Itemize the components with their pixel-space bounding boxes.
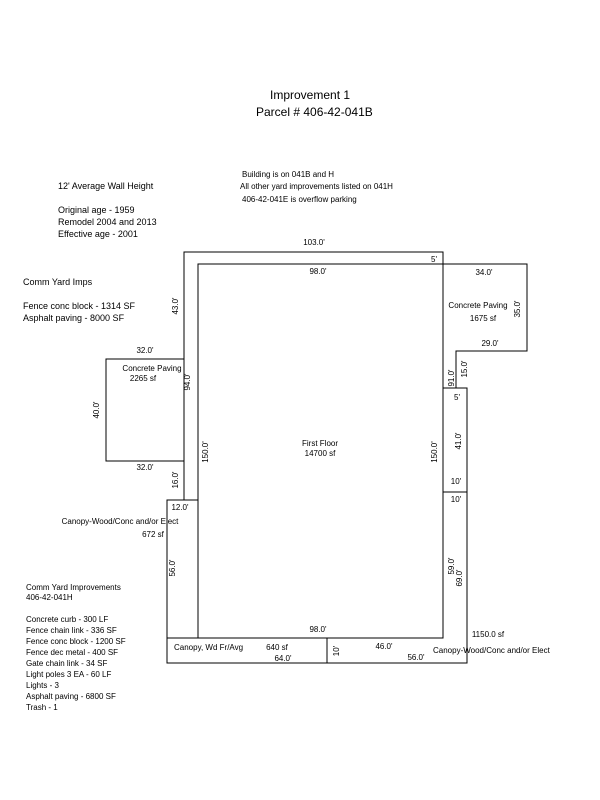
dim-paving-right-top: 34.0': [475, 268, 493, 277]
note-line-2: All other yard improvements listed on 04…: [240, 182, 393, 191]
wall-height: 12' Average Wall Height: [58, 181, 154, 191]
remodel-years: Remodel 2004 and 2013: [58, 217, 157, 227]
original-age: Original age - 1959: [58, 205, 135, 215]
paving-left-size: 2265 sf: [130, 374, 157, 383]
dim-bottom-64: 64.0': [274, 654, 292, 663]
dim-floor-bottom: 98.0': [309, 625, 327, 634]
sketch-title: Improvement 1: [270, 88, 351, 102]
canopy-right-outline: [326, 491, 468, 664]
dim-paving-left-top: 32.0': [136, 346, 154, 355]
dim-right-15: 15.0': [460, 360, 469, 378]
dim-paving-left-side: 40.0': [92, 401, 101, 419]
yard-item: Light poles 3 EA - 60 LF: [26, 670, 112, 679]
dim-left-43: 43.0': [171, 297, 180, 315]
outer-building-outline: [183, 251, 444, 359]
comm-yard-imps-item: Fence conc block - 1314 SF: [23, 301, 136, 311]
dim-bottom-56: 56.0': [407, 653, 425, 662]
comm-yard-imps-heading: Comm Yard Imps: [23, 277, 93, 287]
dim-floor-top: 98.0': [309, 267, 327, 276]
dim-right-91: 91.0': [447, 369, 456, 387]
dim-outer-top: 103.0': [303, 238, 325, 247]
parcel-number: Parcel # 406-42-041B: [256, 105, 373, 119]
yard-item: Trash - 1: [26, 703, 58, 712]
comm-yard-improvements-parcel: 406-42-041H: [26, 593, 73, 602]
dim-left-56: 56.0': [168, 559, 177, 577]
dim-left-12: 12.0': [171, 503, 189, 512]
canopy-bottom-size: 640 sf: [266, 643, 289, 652]
dim-right-10b: 10': [451, 495, 462, 504]
paving-right-size: 1675 sf: [470, 314, 497, 323]
dim-paving-right-side: 35.0': [513, 300, 522, 318]
yard-item: Lights - 3: [26, 681, 59, 690]
first-floor-label: First Floor: [302, 439, 338, 448]
dim-floor-left-150: 150.0': [201, 441, 210, 463]
yard-item: Asphalt paving - 6800 SF: [26, 692, 116, 701]
canopy-bottom-label: Canopy, Wd Fr/Avg: [174, 643, 243, 652]
yard-item: Concrete curb - 300 LF: [26, 615, 109, 624]
canopy-right-label: Canopy-Wood/Conc and/or Elect: [433, 646, 551, 655]
yard-item: Fence conc block - 1200 SF: [26, 637, 126, 646]
paving-left-label: Concrete Paving: [122, 364, 181, 373]
note-line-1: Building is on 041B and H: [242, 170, 335, 179]
dim-bottom-46: 46.0': [375, 642, 393, 651]
effective-age: Effective age - 2001: [58, 229, 138, 239]
dim-left-16: 16.0': [171, 471, 180, 489]
dim-right-41: 41.0': [454, 432, 463, 450]
dim-right-69: 69.0': [455, 569, 464, 587]
dim-right-5: 5': [454, 393, 460, 402]
dim-left-94: 94.0': [183, 373, 192, 391]
dim-paving-left-bottom: 32.0': [136, 463, 154, 472]
comm-yard-imps-item: Asphalt paving - 8000 SF: [23, 313, 125, 323]
dim-paving-right-bottom: 29.0': [481, 339, 499, 348]
dim-floor-right-150: 150.0': [430, 441, 439, 463]
canopy-left-label: Canopy-Wood/Conc and/or Elect: [62, 517, 180, 526]
canopy-right-size: 1150.0 sf: [472, 630, 505, 639]
note-line-3: 406-42-041E is overflow parking: [242, 195, 357, 204]
yard-item: Fence chain link - 336 SF: [26, 626, 117, 635]
comm-yard-improvements-heading: Comm Yard Improvements: [26, 583, 121, 592]
dim-right-59: 59.0': [447, 557, 456, 575]
paving-right-label: Concrete Paving: [448, 301, 507, 310]
dim-top-right-5: 5': [431, 255, 437, 264]
yard-item: Fence dec metal - 400 SF: [26, 648, 119, 657]
dim-bottom-10: 10': [332, 645, 341, 656]
first-floor-size: 14700 sf: [305, 449, 336, 458]
canopy-left-size: 672 sf: [142, 530, 165, 539]
yard-item: Gate chain link - 34 SF: [26, 659, 108, 668]
dim-right-10a: 10': [451, 477, 462, 486]
concrete-paving-left: [105, 358, 185, 462]
concrete-paving-right: [442, 263, 528, 389]
